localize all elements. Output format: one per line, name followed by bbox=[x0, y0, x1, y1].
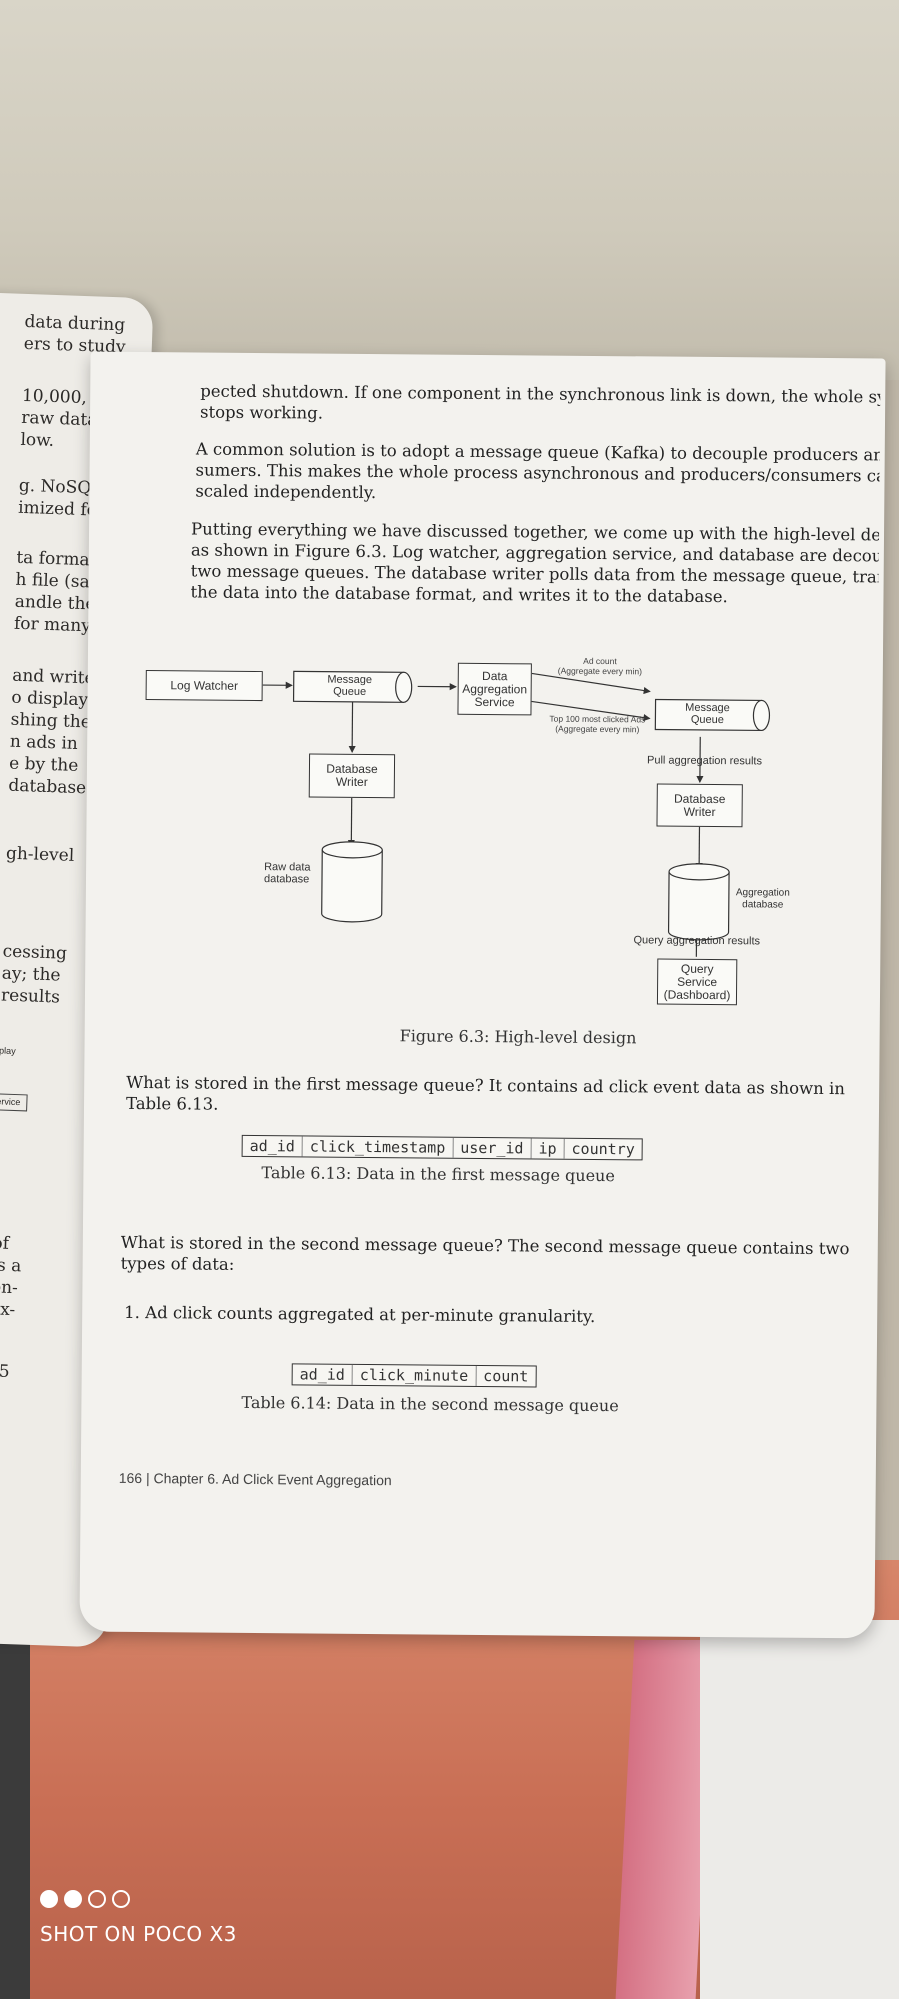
page-footer: 166 | Chapter 6. Ad Click Event Aggregat… bbox=[118, 1469, 392, 1489]
left-page-line: 65 bbox=[0, 1361, 10, 1383]
database-writer-2-box: Database Writer bbox=[656, 783, 743, 828]
left-page-line: ervice bbox=[0, 1093, 28, 1112]
left-page-line: e by the bbox=[8, 753, 79, 777]
label-line: Aggregation bbox=[462, 681, 528, 696]
dot-icon bbox=[40, 1890, 58, 1908]
database-top bbox=[321, 841, 383, 859]
pull-aggregation-results-label: Pull aggregation results bbox=[647, 754, 763, 768]
paragraph-question-1: What is stored in the first message queu… bbox=[126, 1072, 874, 1121]
left-page-line: shing the bbox=[10, 709, 92, 733]
label-line: Message bbox=[685, 701, 730, 715]
left-page-line: results bbox=[0, 985, 61, 1008]
left-page-line: data during bbox=[24, 311, 126, 336]
table-cell: click_minute bbox=[352, 1364, 477, 1386]
watermark-dots bbox=[40, 1890, 237, 1912]
left-page-line: for many, bbox=[13, 613, 95, 637]
left-page-line: play bbox=[0, 1045, 16, 1057]
left-page-line: cessing bbox=[2, 941, 68, 964]
label-line: Writer bbox=[335, 774, 368, 789]
log-watcher-box: Log Watcher bbox=[145, 670, 263, 702]
query-aggregation-results-label: Query aggregation results bbox=[633, 934, 761, 948]
arrow bbox=[531, 672, 651, 695]
diagram-connectors bbox=[262, 670, 771, 957]
raw-data-database-label: Raw data database bbox=[264, 861, 311, 885]
database-writer-1-box: Database Writer bbox=[308, 753, 396, 799]
label-line: Database bbox=[673, 791, 726, 806]
table-cell: ad_id bbox=[292, 1364, 353, 1385]
arrow bbox=[531, 700, 651, 722]
table-6-13-caption: Table 6.13: Data in the first message qu… bbox=[261, 1163, 615, 1186]
ad-count-label: Ad count (Aggregate every min) bbox=[558, 656, 642, 677]
tag-printed-text bbox=[645, 1600, 705, 1980]
dot-icon bbox=[64, 1890, 82, 1908]
label-line: Raw data bbox=[264, 861, 311, 874]
label-line: Data bbox=[482, 668, 508, 683]
label-line: (Dashboard) bbox=[663, 987, 731, 1002]
figure-caption: Figure 6.3: High-level design bbox=[399, 1026, 637, 1048]
label-line: Aggregation bbox=[735, 887, 790, 899]
table-cell: ip bbox=[531, 1138, 565, 1159]
left-page-line: database bbox=[8, 775, 87, 799]
top-100-ads-label: Top 100 most clicked Ads (Aggregate ever… bbox=[549, 714, 645, 735]
label-line: database bbox=[263, 873, 310, 886]
dot-icon bbox=[112, 1890, 130, 1908]
left-page-line: ex- bbox=[0, 1299, 16, 1321]
table-cell: click_timestamp bbox=[302, 1136, 454, 1158]
list-item-1: 1. Ad click counts aggregated at per-min… bbox=[124, 1302, 596, 1326]
label-line: Queue bbox=[333, 685, 367, 698]
left-page-line: on- bbox=[0, 1277, 19, 1299]
queue-end bbox=[395, 671, 413, 703]
left-page-line: o display bbox=[11, 687, 89, 711]
label-line: (Aggregate every min) bbox=[555, 723, 640, 735]
table-cell: ad_id bbox=[242, 1135, 303, 1157]
table-cell: count bbox=[483, 1367, 529, 1386]
left-page-line: andle the bbox=[14, 591, 96, 615]
table-cell: country bbox=[571, 1139, 635, 1159]
book-page: pected shutdown. If one component in the… bbox=[79, 351, 886, 1639]
message-queue-2-label: Message Queue bbox=[667, 702, 747, 727]
background-object bbox=[0, 1640, 30, 1999]
aggregation-database-label: Aggregation database bbox=[736, 887, 790, 911]
label-line: database bbox=[742, 899, 784, 911]
table-cell: user_id bbox=[453, 1137, 532, 1159]
label-line: Service bbox=[677, 974, 718, 989]
label-line: (Aggregate every min) bbox=[557, 665, 642, 677]
white-paper bbox=[700, 1620, 899, 1999]
data-aggregation-service-box: Data Aggregation Service bbox=[457, 662, 532, 716]
left-page-line: ay; the bbox=[1, 963, 61, 986]
dot-icon bbox=[88, 1890, 106, 1908]
label-line: Writer bbox=[683, 804, 716, 819]
table-6-14: ad_id click_minute count bbox=[291, 1363, 537, 1388]
table-6-13: ad_id click_timestamp user_id ip country bbox=[241, 1134, 643, 1161]
high-level-design-diagram: Log Watcher Message Queue Data Aggregati… bbox=[91, 352, 886, 1006]
label-line: Service bbox=[474, 694, 515, 709]
left-page-line: n ads in bbox=[9, 731, 79, 755]
table-6-14-caption: Table 6.14: Data in the second message q… bbox=[241, 1392, 619, 1416]
database-top bbox=[668, 863, 730, 881]
label-line: Queue bbox=[690, 713, 724, 727]
left-page-line: gh-level bbox=[5, 843, 75, 866]
query-service-box: Query Service (Dashboard) bbox=[656, 958, 738, 1006]
left-page-line: low. bbox=[20, 429, 55, 451]
camera-watermark: SHOT ON POCO X3 bbox=[40, 1890, 237, 1946]
message-queue-1-label: Message Queue bbox=[310, 673, 390, 698]
database-body bbox=[667, 871, 730, 941]
left-page-line: is a bbox=[0, 1255, 22, 1277]
paragraph-question-2: What is stored in the second message que… bbox=[121, 1232, 873, 1281]
left-page-line: and write bbox=[11, 665, 95, 689]
queue-end bbox=[752, 699, 771, 732]
label-line: Query bbox=[680, 961, 714, 976]
left-page-line: of bbox=[0, 1233, 10, 1254]
label-line: Message bbox=[327, 673, 373, 687]
database-body bbox=[321, 849, 383, 923]
watermark-text: SHOT ON POCO X3 bbox=[40, 1922, 237, 1946]
